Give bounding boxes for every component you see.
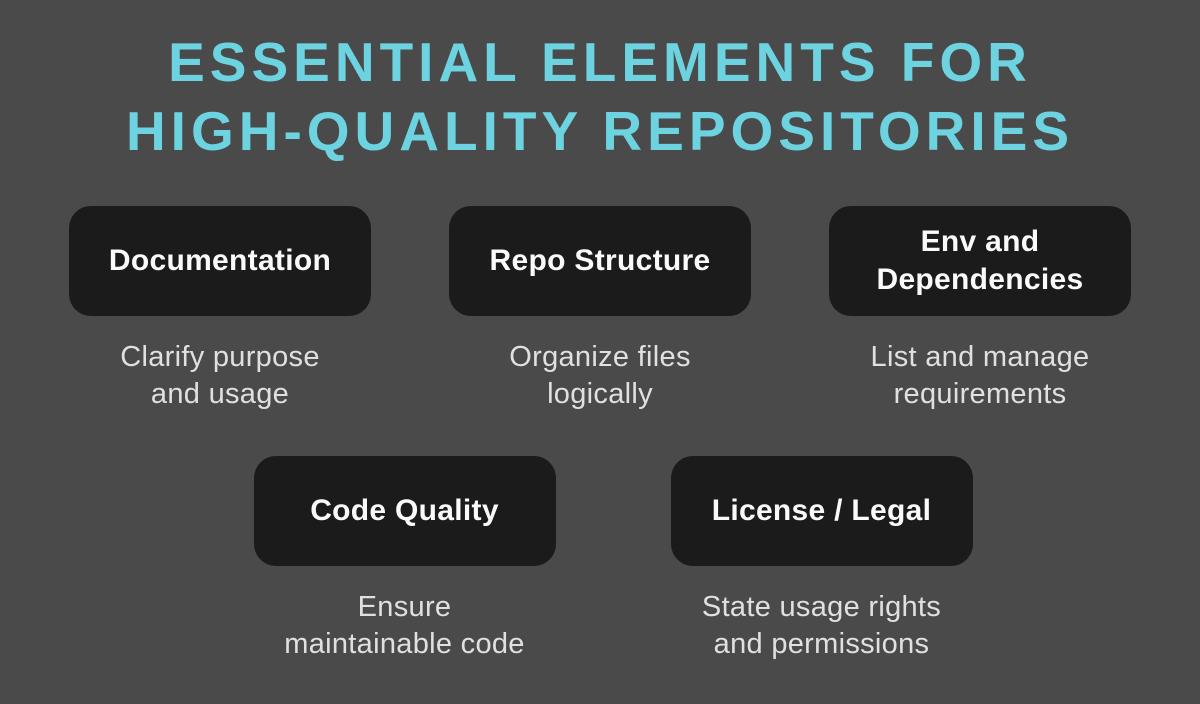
- card-description-license-legal: State usage rights and permissions: [701, 591, 942, 660]
- card-group-code-quality: Code Quality Ensure maintainable code: [253, 456, 556, 663]
- card-description-env-dependencies: List and manage requirements: [870, 341, 1090, 410]
- card-title-documentation: Documentation: [108, 244, 332, 277]
- card-row-bottom: Code Quality Ensure maintainable code Li…: [13, 456, 1200, 663]
- card-description-repo-structure: Organize files logically: [509, 341, 691, 410]
- card-description-documentation: Clarify purpose and usage: [120, 341, 320, 410]
- card-group-license-legal: License / Legal State usage rights and p…: [670, 456, 973, 663]
- card-description-code-quality: Ensure maintainable code: [284, 591, 525, 660]
- card-env-dependencies: Env and Dependencies: [829, 206, 1131, 316]
- card-group-documentation: Documentation Clarify purpose and usage: [69, 206, 371, 413]
- page-title: ESSENTIAL ELEMENTS FOR HIGH-QUALITY REPO…: [125, 31, 1075, 162]
- card-row-top: Documentation Clarify purpose and usage …: [0, 206, 1200, 413]
- card-group-env-dependencies: Env and Dependencies List and manage req…: [829, 206, 1131, 413]
- card-group-repo-structure: Repo Structure Organize files logically: [449, 206, 751, 413]
- card-title-code-quality: Code Quality: [310, 494, 499, 527]
- card-title-env-dependencies: Env and Dependencies: [876, 225, 1084, 296]
- card-repo-structure: Repo Structure: [449, 206, 751, 316]
- card-code-quality: Code Quality: [253, 456, 556, 566]
- card-documentation: Documentation: [69, 206, 371, 316]
- card-title-license-legal: License / Legal: [711, 494, 932, 527]
- card-title-repo-structure: Repo Structure: [489, 244, 711, 277]
- card-license-legal: License / Legal: [670, 456, 973, 566]
